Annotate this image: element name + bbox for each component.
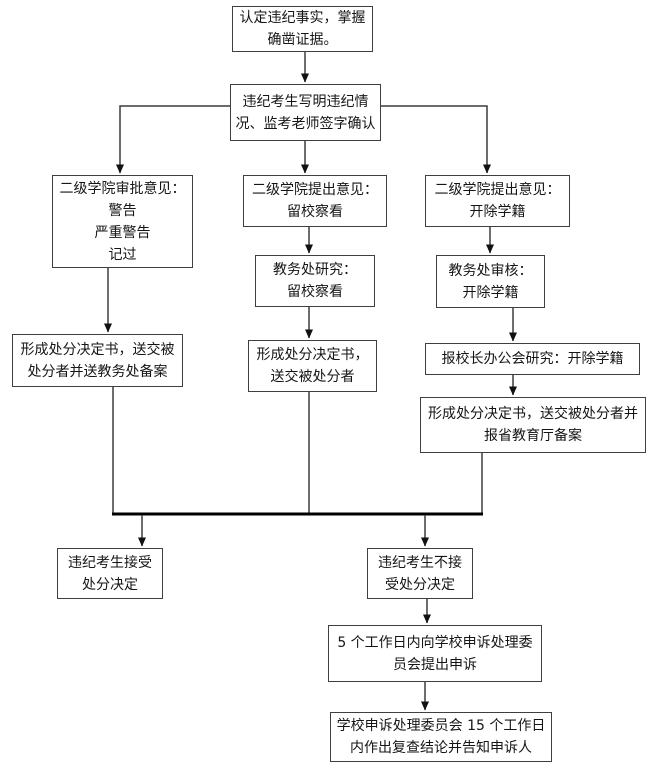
node-reject-decision: 违纪考生不接 受处分决定 xyxy=(367,548,473,599)
node-appeal-text: 5 个工作日内向学校申诉处理委 员会提出申诉 xyxy=(337,634,533,673)
node-appeal-review-text: 学校申诉处理委员会 15 个工作日 内作出复查结论并告知申诉人 xyxy=(336,718,546,756)
node-president-meeting: 报校长办公会研究：开除学籍 xyxy=(425,343,640,375)
node-establish-facts-text: 认定违纪事实，掌握 确凿证据。 xyxy=(239,10,366,48)
node-accept-decision-text: 违纪考生接受 处分决定 xyxy=(68,554,152,593)
node-accept-decision: 违纪考生接受 处分决定 xyxy=(57,548,163,599)
node-appeal: 5 个工作日内向学校申诉处理委 员会提出申诉 xyxy=(328,625,542,682)
node-decision-mid: 形成处分决定书， 送交被处分者 xyxy=(248,340,377,392)
node-decision-right-text: 形成处分决定书，送交被处分者并 报省教育厅备案 xyxy=(428,406,638,444)
node-college-propose-probation: 二级学院提出意见： 留校察看 xyxy=(243,175,387,227)
node-academic-office-research-text: 教务处研究： 留校察看 xyxy=(273,262,357,300)
node-academic-office-research: 教务处研究： 留校察看 xyxy=(255,255,375,307)
node-college-propose-probation-text: 二级学院提出意见： 留校察看 xyxy=(252,182,378,220)
node-decision-left-text: 形成处分决定书，送交被 处分者并送教务处备案 xyxy=(20,341,175,380)
node-academic-office-review: 教务处审核： 开除学籍 xyxy=(436,255,545,308)
node-college-approve-warning-text: 二级学院审批意见： 警告 严重警告 记过 xyxy=(59,180,186,263)
node-college-propose-expel: 二级学院提出意见： 开除学籍 xyxy=(425,175,570,227)
node-decision-mid-text: 形成处分决定书， 送交被处分者 xyxy=(256,347,369,385)
node-academic-office-review-text: 教务处审核： 开除学籍 xyxy=(448,262,533,301)
node-student-confirm: 违纪考生写明违纪情 况、监考老师签字确认 xyxy=(230,84,381,141)
node-president-meeting-text: 报校长办公会研究：开除学籍 xyxy=(441,351,624,367)
node-reject-decision-text: 违纪考生不接 受处分决定 xyxy=(378,554,462,593)
node-appeal-review: 学校申诉处理委员会 15 个工作日 内作出复查结论并告知申诉人 xyxy=(330,712,552,762)
edge-confirm-to-warning xyxy=(116,105,230,174)
edge-confirm-to-expel xyxy=(380,105,491,174)
node-decision-right: 形成处分决定书，送交被处分者并 报省教育厅备案 xyxy=(420,397,646,453)
node-college-propose-expel-text: 二级学院提出意见： 开除学籍 xyxy=(434,182,561,220)
node-student-confirm-text: 违纪考生写明违纪情 况、监考老师签字确认 xyxy=(235,93,376,132)
node-college-approve-warning: 二级学院审批意见： 警告 严重警告 记过 xyxy=(52,175,193,268)
node-decision-left: 形成处分决定书，送交被 处分者并送教务处备案 xyxy=(12,334,183,387)
node-establish-facts: 认定违纪事实，掌握 确凿证据。 xyxy=(232,6,373,52)
